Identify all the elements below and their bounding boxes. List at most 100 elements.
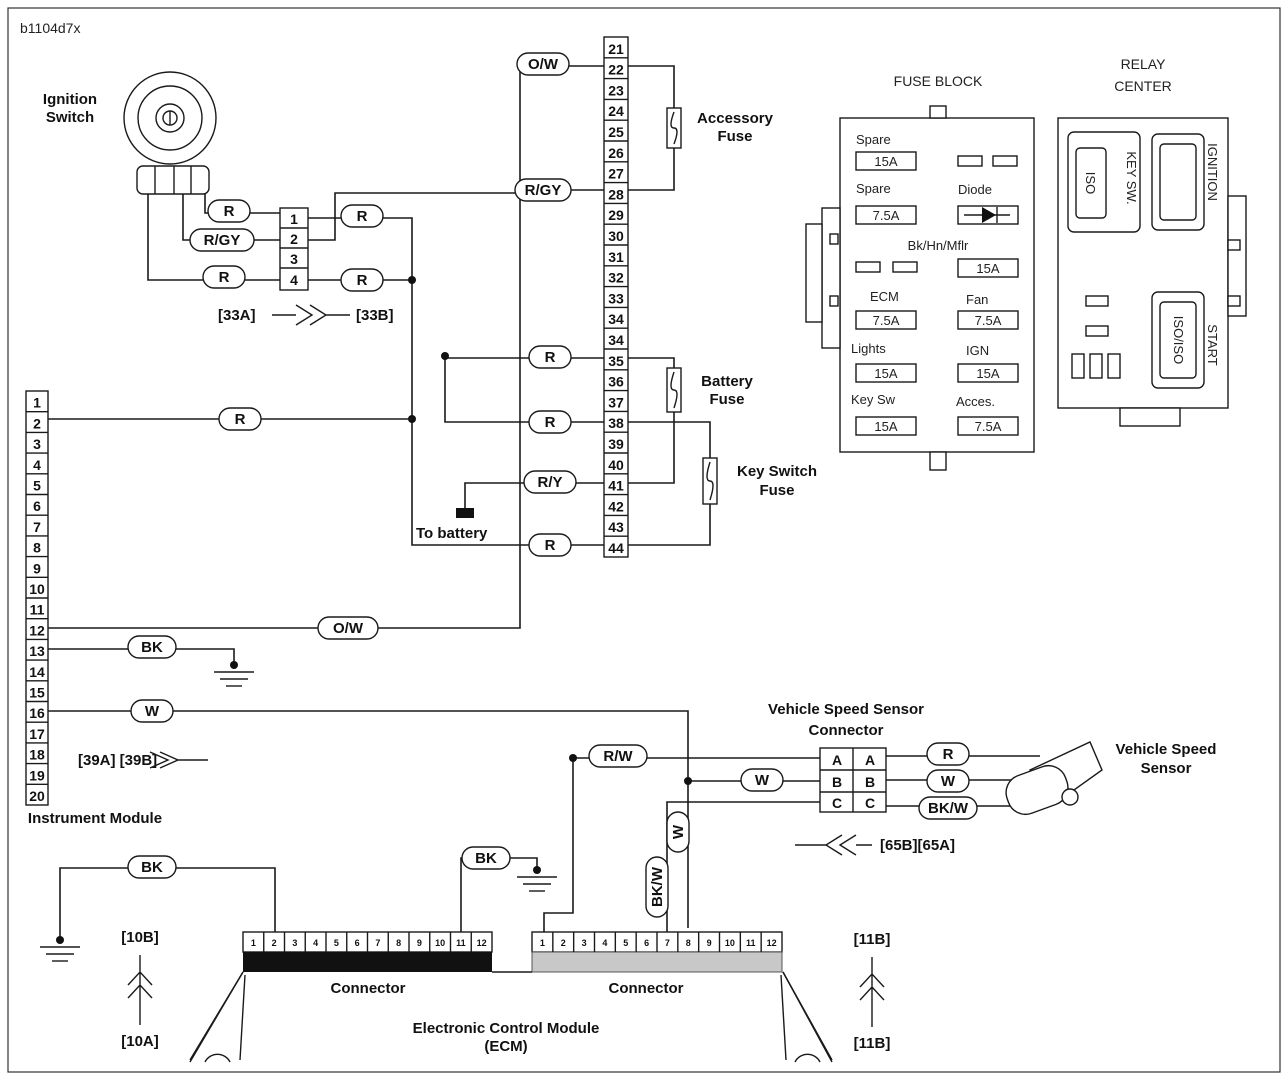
ecm-connector-1-pin-1: 2 (272, 938, 277, 948)
fuse-lights-label: Lights (851, 341, 886, 356)
wire-pill-r (202, 265, 246, 289)
wire-label-r: R (357, 208, 368, 225)
vehicle-speed-sensor (1005, 741, 1103, 816)
wire-pill-w (130, 699, 174, 723)
instrument-pin-14: 15 (29, 685, 45, 701)
ecm-connector-1-pin-7: 8 (396, 938, 401, 948)
fuse-spare-1-label: Spare (856, 132, 891, 147)
instrument-pin-0: 1 (33, 395, 41, 411)
fuse-acces-value: 7.5A (975, 419, 1002, 434)
wire-label-r: R (545, 537, 556, 554)
instrument-pin-4: 5 (33, 478, 41, 494)
wire-pill-r (528, 533, 572, 557)
fuse-spare-2-value: 7.5A (873, 208, 900, 223)
wire-pill-rw (588, 744, 648, 768)
wire-pill-r (926, 742, 970, 766)
connector-33a-label: [33A] (218, 307, 256, 324)
wire-label-w: W (755, 772, 770, 789)
wire-pill-rgy (189, 228, 255, 252)
instrument-pin-10: 11 (30, 602, 45, 618)
instrument-pin-13: 14 (29, 664, 45, 680)
fuse-ign-label: IGN (966, 343, 989, 358)
instrument-pin-3: 4 (33, 457, 41, 473)
wire-label-bk: BK (141, 639, 163, 656)
wire-label-r: R (235, 411, 246, 428)
ecm-connector-2-pin-9: 10 (725, 938, 735, 948)
ecm-connector-1-pin-9: 10 (435, 938, 445, 948)
instrument-pin-17: 18 (29, 747, 45, 763)
relay-keysw-label: KEY SW. (1124, 151, 1139, 204)
wire-pill-ow (516, 52, 570, 76)
ecm-label: Electronic Control Module (413, 1020, 600, 1037)
fuse-keysw-label: Key Sw (851, 392, 896, 407)
instrument-pin-18: 19 (29, 767, 45, 783)
connector-33b-label: [33B] (356, 307, 394, 324)
instrument-pin-12: 13 (29, 643, 45, 659)
instrument-pin-9: 10 (29, 581, 45, 597)
fuse-pin-7: 28 (608, 186, 624, 202)
wire-pill-bk (127, 855, 177, 879)
fuse-spare-2-label: Spare (856, 181, 891, 196)
ground-symbol (214, 661, 254, 687)
to-battery-label: To battery (416, 525, 488, 542)
figure-id: b1104d7x (20, 20, 80, 36)
fuse-block-title: FUSE BLOCK (894, 73, 983, 89)
wire-pill-r (528, 345, 572, 369)
connector-65-chevron (795, 834, 872, 856)
fuse-diode-label: Diode (958, 182, 992, 197)
wire-label-r: R (943, 746, 954, 763)
instrument-pin-19: 20 (29, 788, 45, 804)
wire-label-w: W (941, 773, 956, 790)
wire-pill-ow (317, 616, 379, 640)
fuse-pin-22: 42 (608, 498, 624, 514)
instrument-pin-15: 16 (29, 705, 45, 721)
ecm-connector-2-pin-8: 9 (707, 938, 712, 948)
wire-pill-r (340, 268, 384, 292)
ecm-connector-2-label: Connector (609, 980, 684, 997)
ecm-connector-2-pin-2: 3 (582, 938, 587, 948)
instrument-pin-1: 2 (33, 415, 41, 431)
fuse-block (805, 105, 1035, 471)
fuse-pin-14: 34 (608, 332, 624, 348)
vss-label-2: Sensor (1141, 760, 1192, 777)
ecm-connector-1-pin-0: 1 (251, 938, 256, 948)
ecm-connector-2-pin-0: 1 (540, 938, 545, 948)
ecm-connector-1-pin-10: 11 (456, 938, 466, 948)
relay-isoiso-label: ISO/ISO (1171, 316, 1186, 364)
wire-pill-bk (461, 846, 511, 870)
fuse-ign-value: 15A (976, 366, 999, 381)
wire-label-w: W (670, 824, 687, 839)
relay-iso-label: ISO (1083, 172, 1098, 194)
fuse-acces-label: Acces. (956, 394, 995, 409)
ecm-connector-2-pin-3: 4 (602, 938, 607, 948)
relay-start-label: START (1205, 324, 1220, 365)
wire-pill-bkw (645, 856, 669, 918)
instrument-module-label: Instrument Module (28, 810, 162, 827)
ground-symbol (517, 866, 557, 892)
relay-center-title: RELAY (1121, 56, 1167, 72)
fuse-pin-13: 34 (608, 311, 624, 327)
wire-pill-w (740, 768, 784, 792)
wire-label-rgy: R/GY (525, 182, 562, 199)
wire-label-r: R (219, 269, 230, 286)
vss-label: Vehicle Speed (1116, 741, 1217, 758)
ecm-connector-2-pin-11: 12 (767, 938, 777, 948)
ecm-connector-1-pin-3: 4 (313, 938, 318, 948)
fuse-lights-value: 15A (874, 366, 897, 381)
wire-label-bkw: BK/W (928, 800, 969, 817)
ecm-connector-2-pin-6: 7 (665, 938, 670, 948)
wire-label-r: R (224, 203, 235, 220)
key-switch-fuse-label-2: Fuse (759, 482, 794, 499)
wire-label-w: W (145, 703, 160, 720)
connector-39-chevron (149, 751, 208, 769)
relay-center (1057, 117, 1247, 427)
wire-label-bkw: BK/W (649, 866, 666, 907)
vss-pin-a-right: A (865, 752, 875, 768)
fuse-pin-23: 43 (608, 519, 624, 535)
ecm-connector-1-pin-11: 12 (477, 938, 487, 948)
ecm-connector-1-pin-4: 5 (334, 938, 339, 948)
fuse-pin-16: 36 (608, 374, 624, 390)
vss-pin-b-left: B (832, 774, 842, 790)
vss-connector-label-2: Connector (809, 722, 884, 739)
